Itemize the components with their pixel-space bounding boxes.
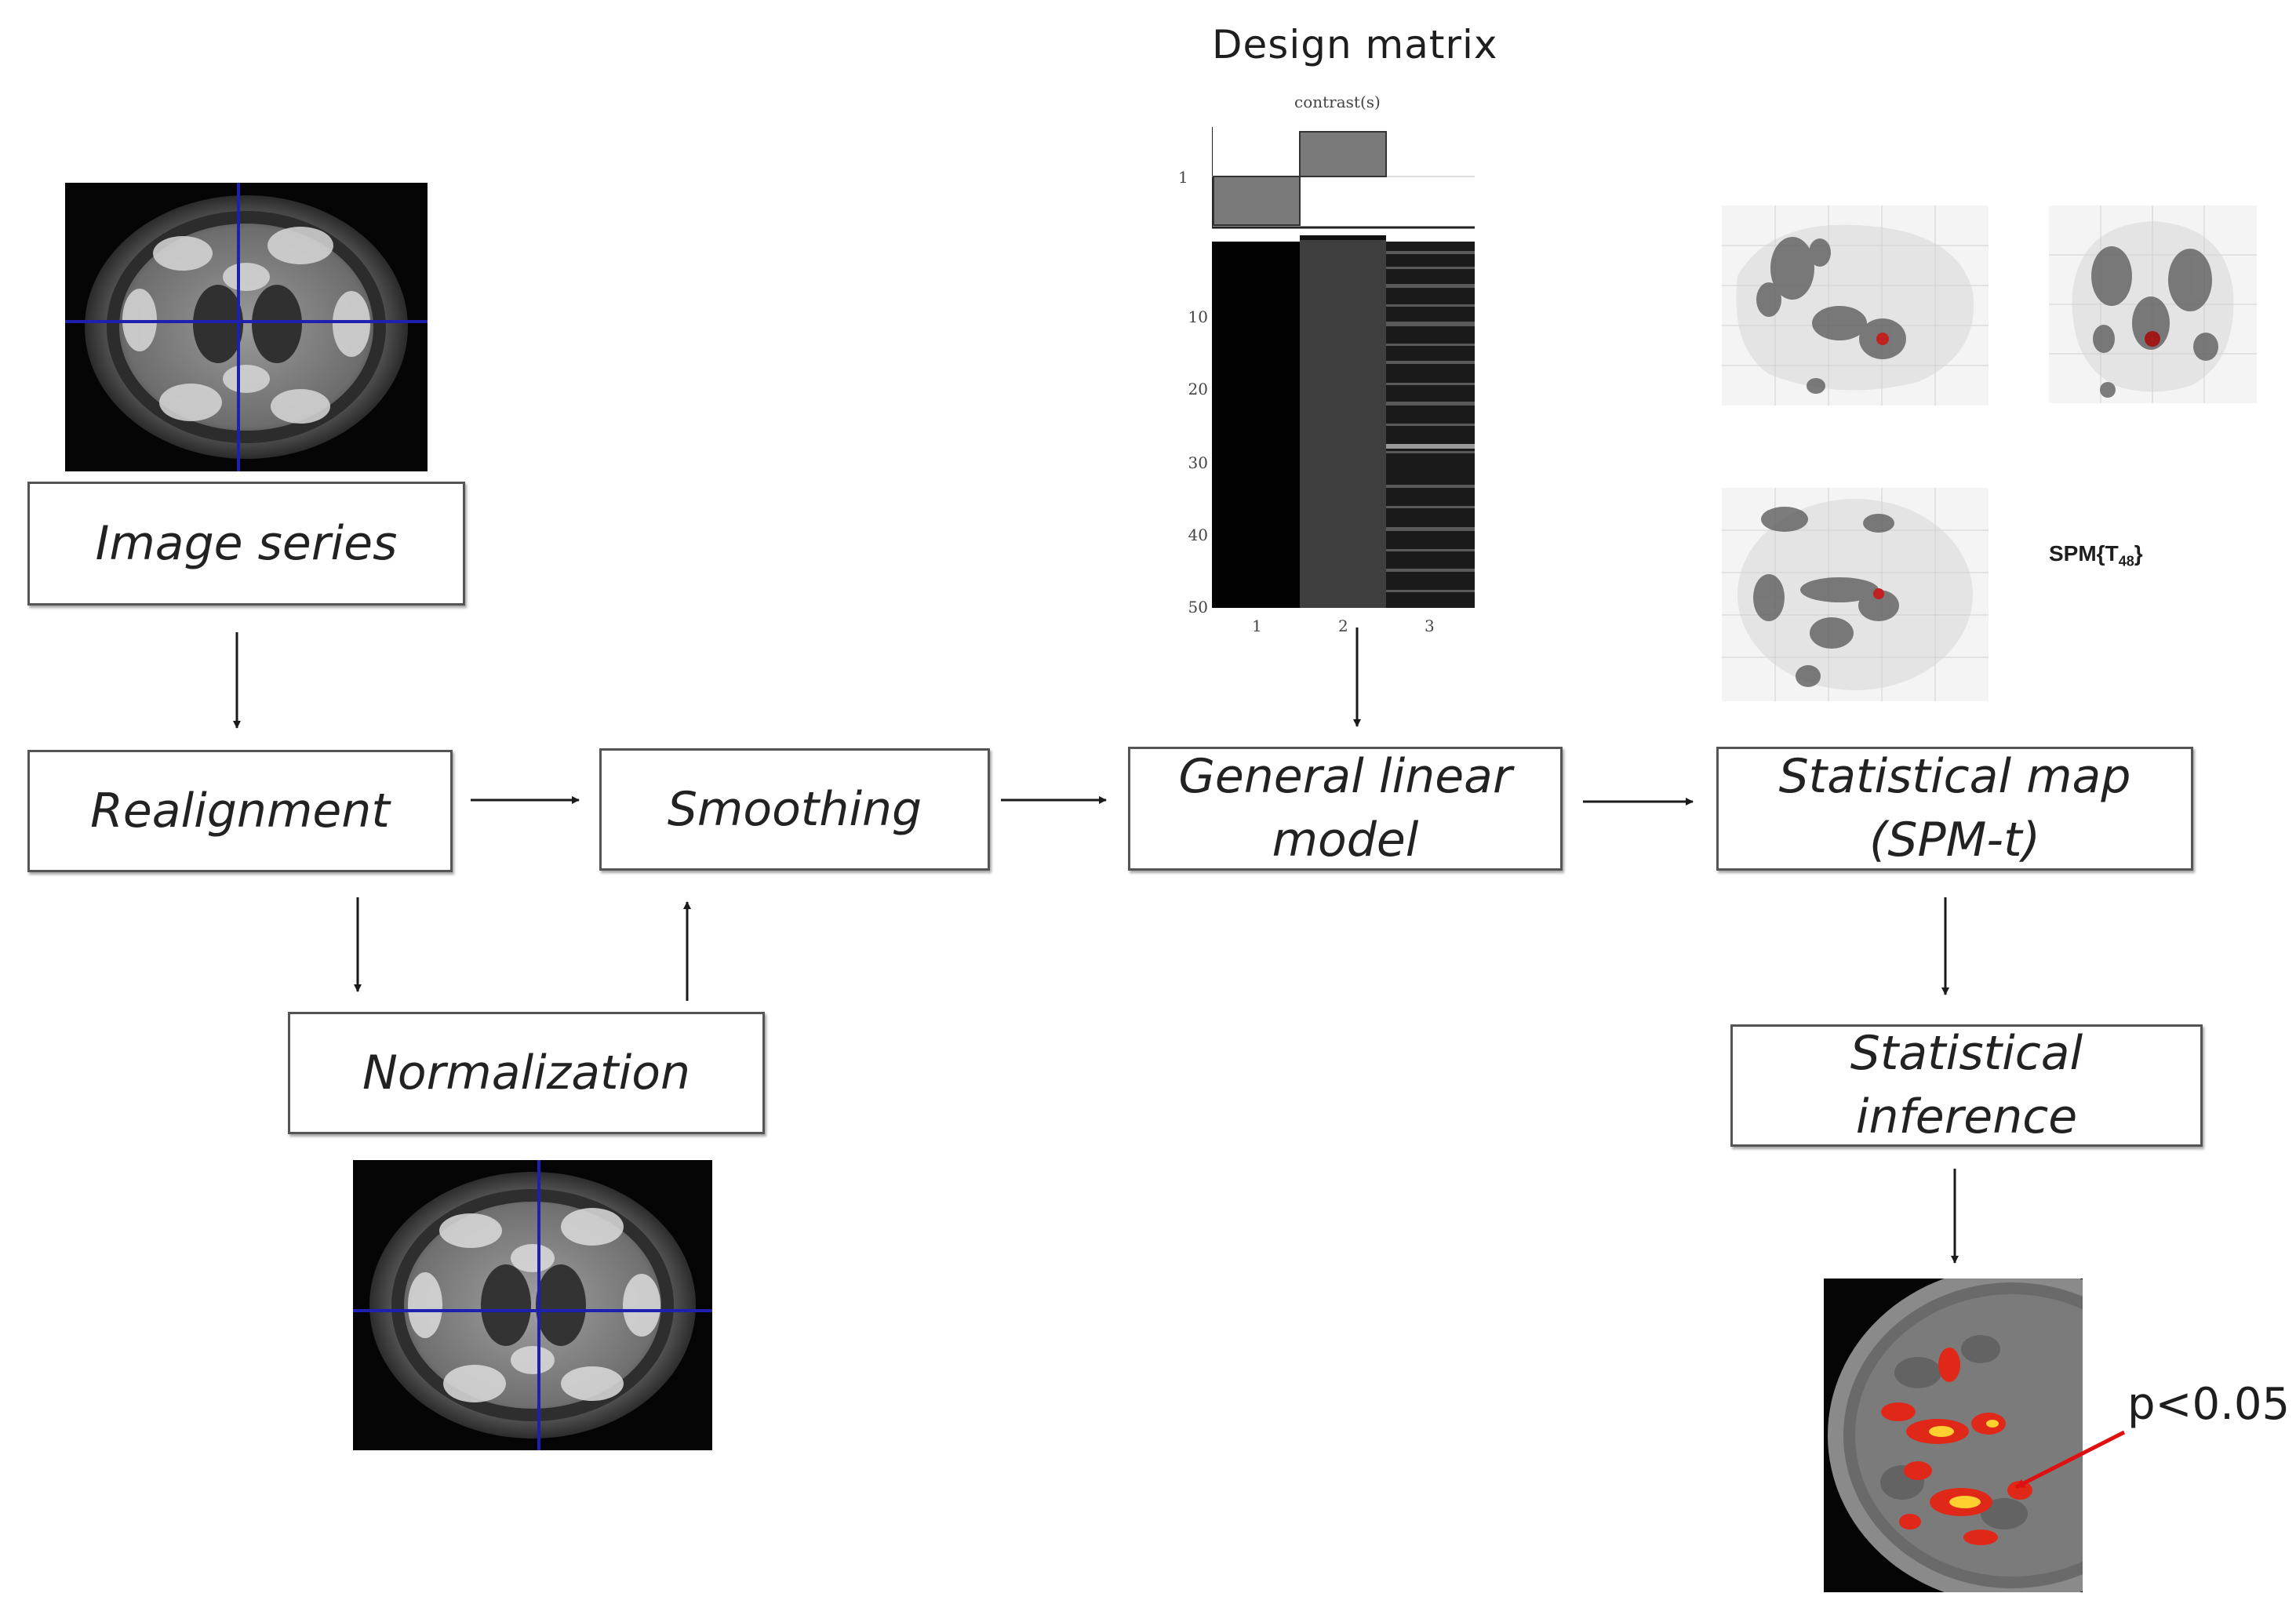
realignment-label: Realignment [90, 783, 390, 838]
glm-label-line-2: model [1272, 813, 1419, 868]
inference-label-line-1: Statistical [1850, 1026, 2083, 1081]
contrast-tick-label: 1 [1178, 168, 1188, 187]
glass-brain-sagittal [1722, 206, 1989, 406]
design-matrix-x-tick: 2 [1338, 617, 1348, 635]
smoothing-label: Smoothing [667, 781, 922, 837]
design-matrix-image [1212, 235, 1475, 608]
design-matrix-y-tick: 40 [1188, 526, 1208, 544]
glm-label-line-1: General linear [1178, 749, 1512, 804]
brain-slice-normalized-image [353, 1160, 712, 1450]
design-matrix-y-tick: 30 [1188, 453, 1208, 472]
spm-t48-label: SPM{T48} [2049, 541, 2143, 569]
realignment-box: Realignment [27, 750, 453, 872]
statistical-map-box: Statistical map (SPM-t) [1716, 747, 2193, 871]
image-series-box: Image series [27, 482, 465, 606]
design-matrix-title: Design matrix [1212, 22, 1498, 67]
brain-slice-raw-image [65, 183, 428, 471]
contrast-label: contrast(s) [1294, 93, 1381, 111]
normalization-box: Normalization [288, 1012, 765, 1134]
glass-brain-axial [1722, 488, 1989, 701]
design-matrix-x-tick: 3 [1425, 617, 1435, 635]
p-value-label: p<0.05 [2127, 1379, 2291, 1430]
contrast-plot [1211, 127, 1475, 229]
design-matrix-y-tick: 10 [1188, 307, 1208, 326]
design-matrix-x-tick: 1 [1252, 617, 1262, 635]
smoothing-box: Smoothing [599, 748, 990, 871]
design-matrix-y-tick: 20 [1188, 380, 1208, 398]
general-linear-model-box: General linear model [1128, 747, 1563, 871]
statistical-inference-box: Statistical inference [1730, 1024, 2203, 1147]
inference-label-line-2: inference [1855, 1089, 2078, 1144]
glass-brain-coronal [2049, 206, 2257, 403]
p-value-pointer [2014, 1430, 2126, 1490]
design-matrix-y-tick: 50 [1188, 598, 1208, 617]
image-series-label: Image series [95, 515, 398, 571]
normalization-label: Normalization [362, 1045, 690, 1100]
stat-map-label-line-1: Statistical map [1778, 749, 2131, 804]
stat-map-label-line-2: (SPM-t) [1868, 813, 2041, 868]
